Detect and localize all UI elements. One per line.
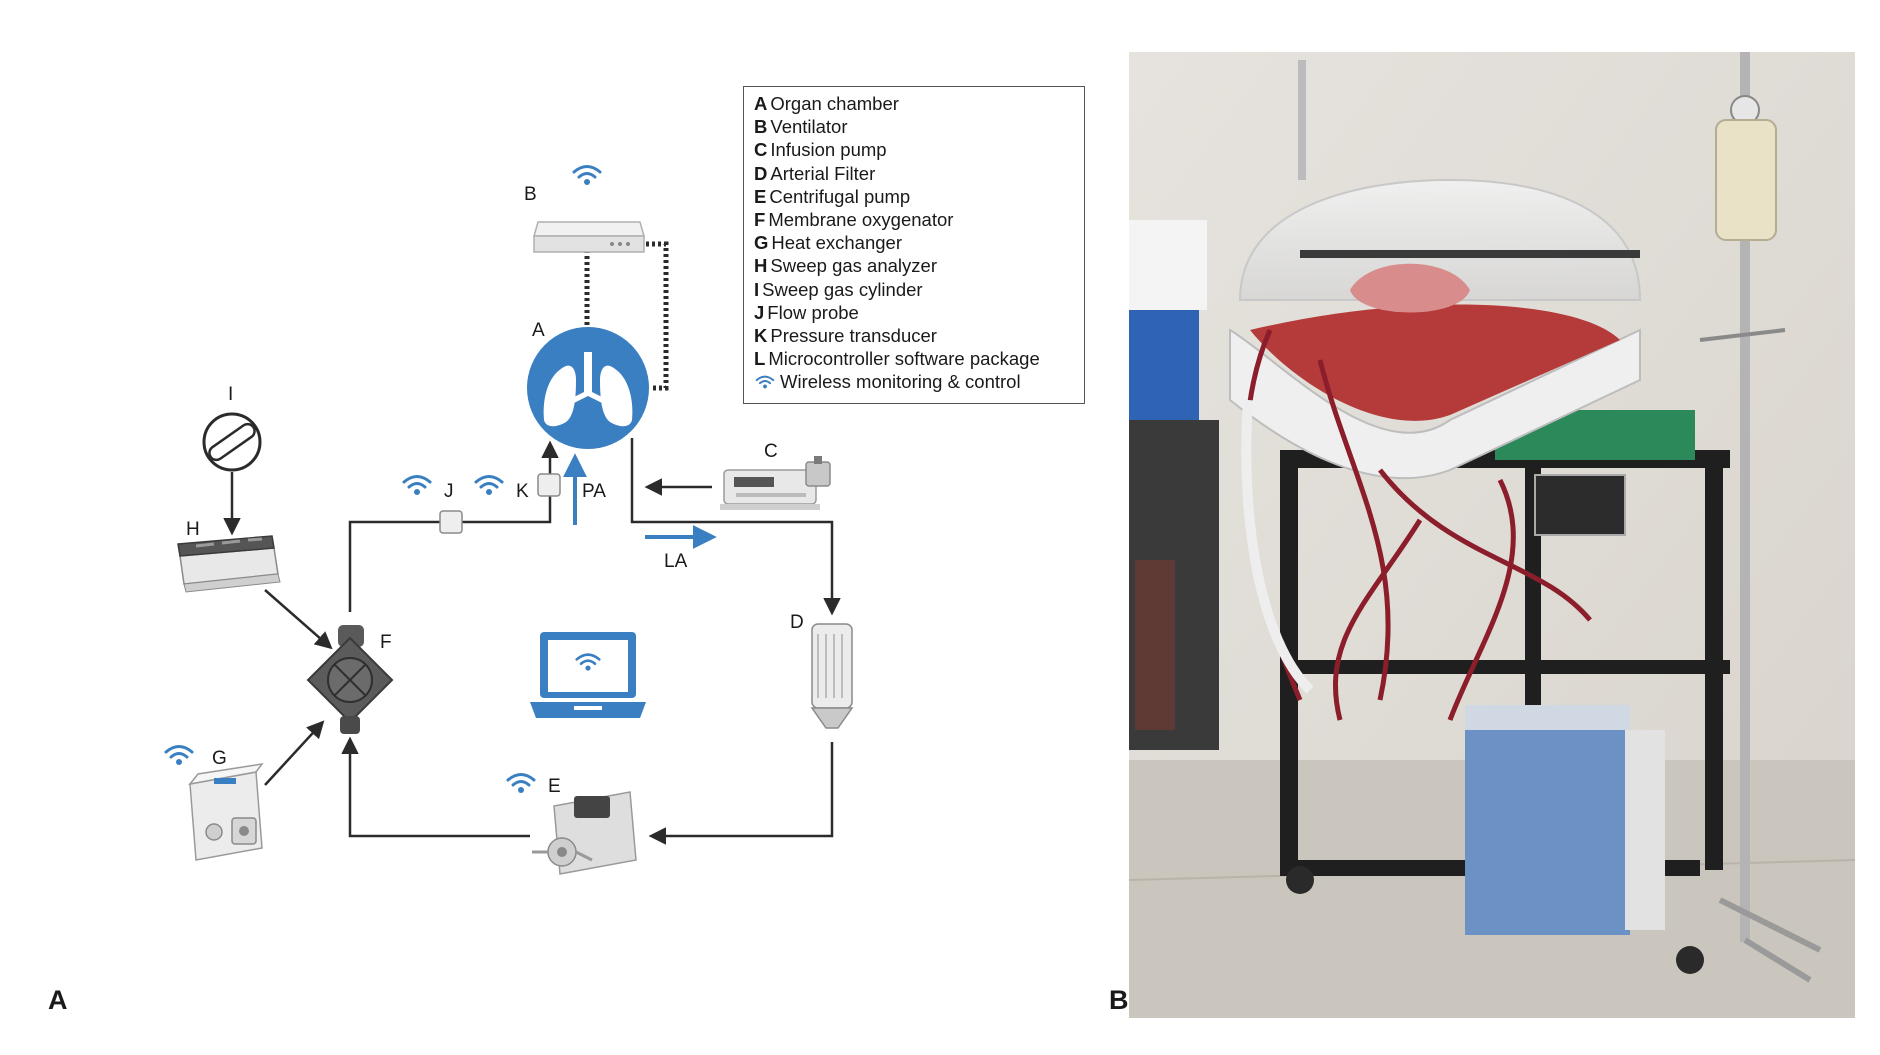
pressure-transducer-sensor [537, 473, 561, 497]
label-pa: PA [582, 481, 606, 502]
label-e: E [548, 776, 561, 797]
wifi-icon [754, 375, 776, 389]
wifi-icon-pressure [474, 475, 504, 496]
line-analyzer-to-oxygenator [264, 589, 333, 650]
lungs-icon [543, 352, 633, 427]
ex-vivo-perfusion-photo [1128, 52, 1856, 1018]
infusion-pump-device [720, 456, 831, 510]
ventilator-links [584, 241, 669, 391]
ventilator-device [533, 221, 645, 253]
wifi-icon-flow-probe [402, 475, 432, 496]
label-b: B [524, 184, 537, 205]
membrane-oxygenator-device [306, 625, 394, 734]
line-la-to-filter [630, 438, 841, 616]
sweep-gas-cylinder-device [202, 412, 262, 472]
laptop-icon [530, 632, 646, 718]
line-pump-to-oxygenator [341, 736, 530, 838]
label-f: F [380, 632, 392, 653]
arterial-filter-device [810, 623, 854, 729]
label-i: I [228, 384, 233, 405]
flow-probe-sensor [439, 510, 463, 534]
label-la: LA [664, 551, 688, 572]
label-d: D [790, 612, 804, 633]
heat-exchanger-device [188, 762, 264, 861]
label-k: K [516, 481, 529, 502]
component-labels: A B C D E F G H I J K PA LA [186, 184, 804, 797]
label-h: H [186, 519, 200, 540]
organ-chamber [527, 327, 649, 449]
line-heater-to-oxygenator [264, 720, 325, 786]
wifi-icon-ventilator [572, 165, 602, 186]
label-g: G [212, 748, 227, 769]
panel-b-photo: B [1109, 0, 1880, 1055]
wifi-icon-pump [506, 773, 536, 794]
legend-item-wireless: Wireless monitoring & control [754, 370, 1074, 393]
panel-letter-a: A [48, 985, 68, 1015]
line-filter-to-pump [648, 742, 834, 845]
panel-letter-b: B [1109, 985, 1129, 1015]
label-j: J [444, 481, 454, 502]
label-a: A [532, 320, 545, 341]
sweep-gas-analyzer-device [177, 535, 281, 593]
circuit-diagram: A B C D E F G H I J K PA LA [164, 165, 854, 875]
centrifugal-pump-device [532, 791, 637, 875]
wifi-icon-heater [164, 745, 194, 766]
label-c: C [764, 441, 778, 462]
